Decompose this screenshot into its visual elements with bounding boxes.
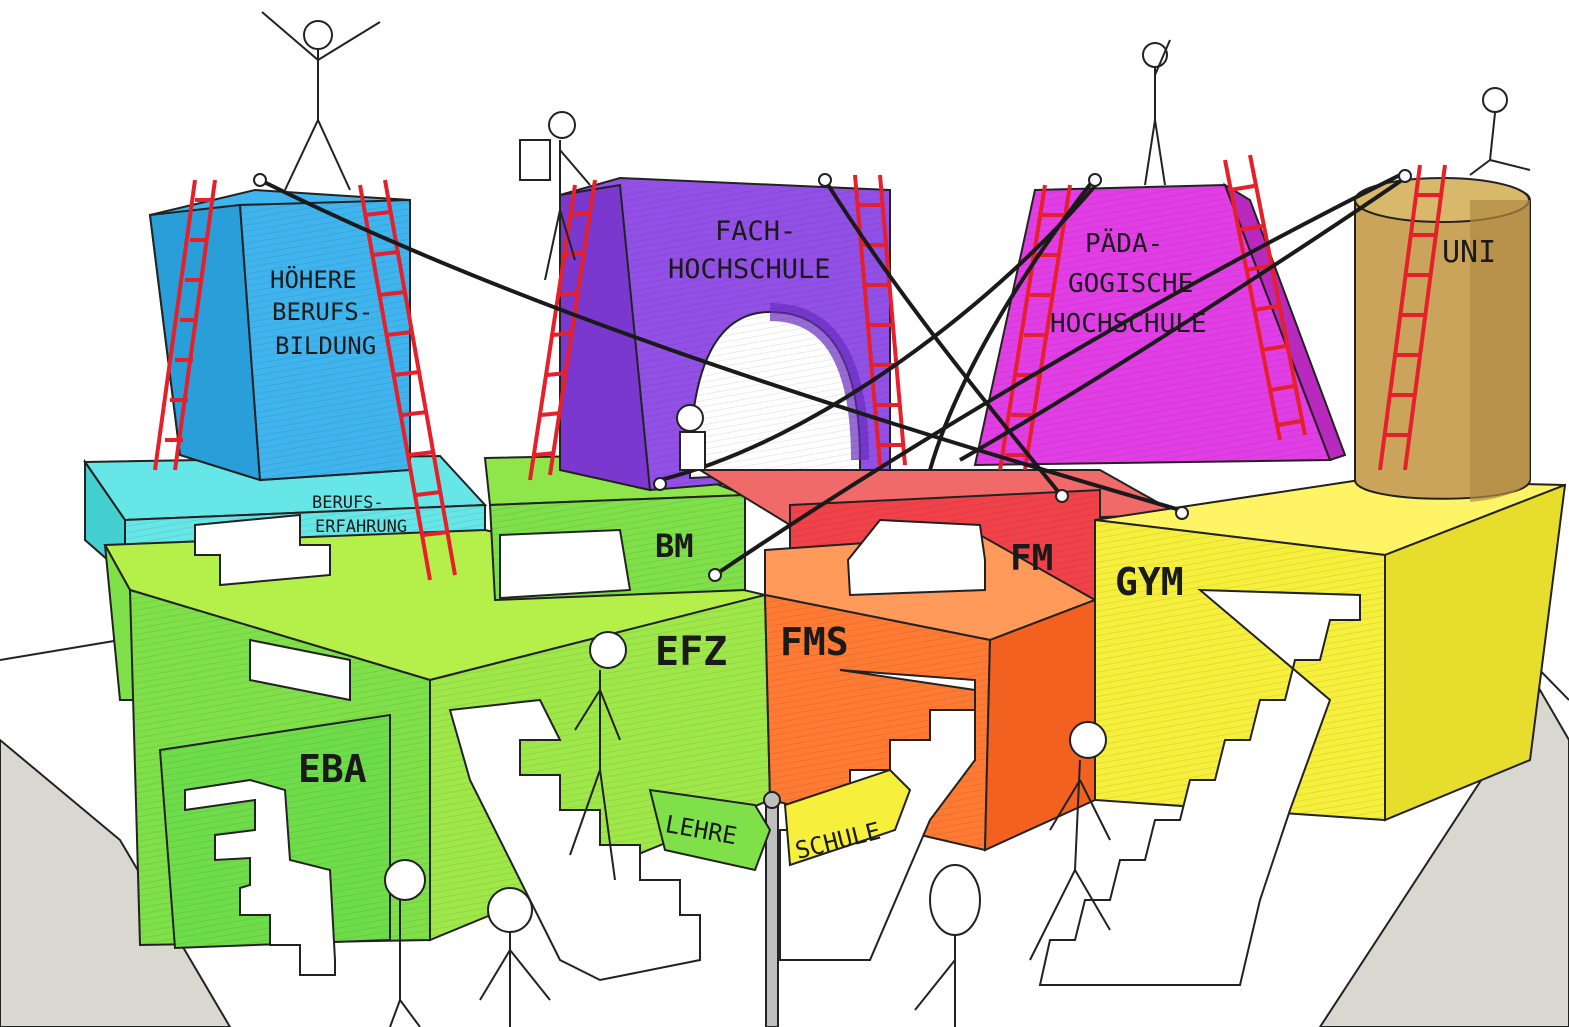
- label-paedagogische-hochschule-1: PÄDA-: [1085, 227, 1163, 259]
- person-sitting-uni: [1469, 87, 1531, 176]
- person-in-arch: [676, 404, 706, 471]
- label-paedagogische-hochschule-3: HOCHSCHULE: [1050, 309, 1207, 339]
- labels: HÖHERE BERUFS- BILDUNG FACH- HOCHSCHULE …: [270, 216, 1496, 865]
- staircase-fm: [846, 518, 986, 597]
- ground-platform: [0, 639, 1569, 1027]
- staircase-eba: [184, 778, 336, 976]
- label-eba: EBA: [298, 747, 367, 791]
- label-uni: UNI: [1442, 235, 1496, 270]
- hoehere-berufsbildung-block: [148, 188, 411, 482]
- label-hoehere-berufsbildung-1: HÖHERE: [270, 265, 357, 294]
- person-bottom-long-hair: [914, 864, 981, 1027]
- signpost: [648, 768, 912, 1027]
- person-bottom-left-cap: [384, 859, 426, 1027]
- label-paedagogische-hochschule-2: GOGISCHE: [1068, 269, 1193, 299]
- ladders: [153, 154, 1447, 581]
- label-berufserfahrung-2: ERFAHRUNG: [315, 517, 407, 537]
- person-top-left: [261, 11, 381, 191]
- person-efz-climbing: [569, 631, 627, 881]
- step-block-efz: [249, 638, 351, 702]
- label-bm: BM: [655, 527, 694, 565]
- label-gym: GYM: [1115, 560, 1184, 604]
- label-hoehere-berufsbildung-3: BILDUNG: [275, 332, 376, 360]
- label-berufserfahrung-1: BERUFS-: [312, 493, 384, 513]
- staircase-gym: [1038, 588, 1361, 986]
- staircase-bm: [499, 528, 632, 600]
- staircase-berufserfahrung: [194, 513, 331, 587]
- label-fachhochschule-1: FACH-: [715, 216, 796, 247]
- person-bottom-glasses: [479, 887, 551, 1027]
- label-fachhochschule-2: HOCHSCHULE: [668, 254, 831, 285]
- rope-anchors: [253, 169, 1412, 582]
- person-gym-climbing: [1029, 721, 1111, 961]
- person-top-middle-right: [1142, 39, 1171, 186]
- label-hoehere-berufsbildung-2: BERUFS-: [272, 298, 373, 326]
- paedagogische-hochschule-block: [973, 182, 1347, 467]
- label-fms: FMS: [780, 620, 849, 664]
- label-efz: EFZ: [655, 629, 727, 675]
- person-backpack: [519, 111, 591, 281]
- label-fm: FM: [1010, 538, 1053, 579]
- gym-block: [1094, 478, 1567, 822]
- ropes: [259, 173, 1407, 577]
- people: [261, 11, 1531, 1027]
